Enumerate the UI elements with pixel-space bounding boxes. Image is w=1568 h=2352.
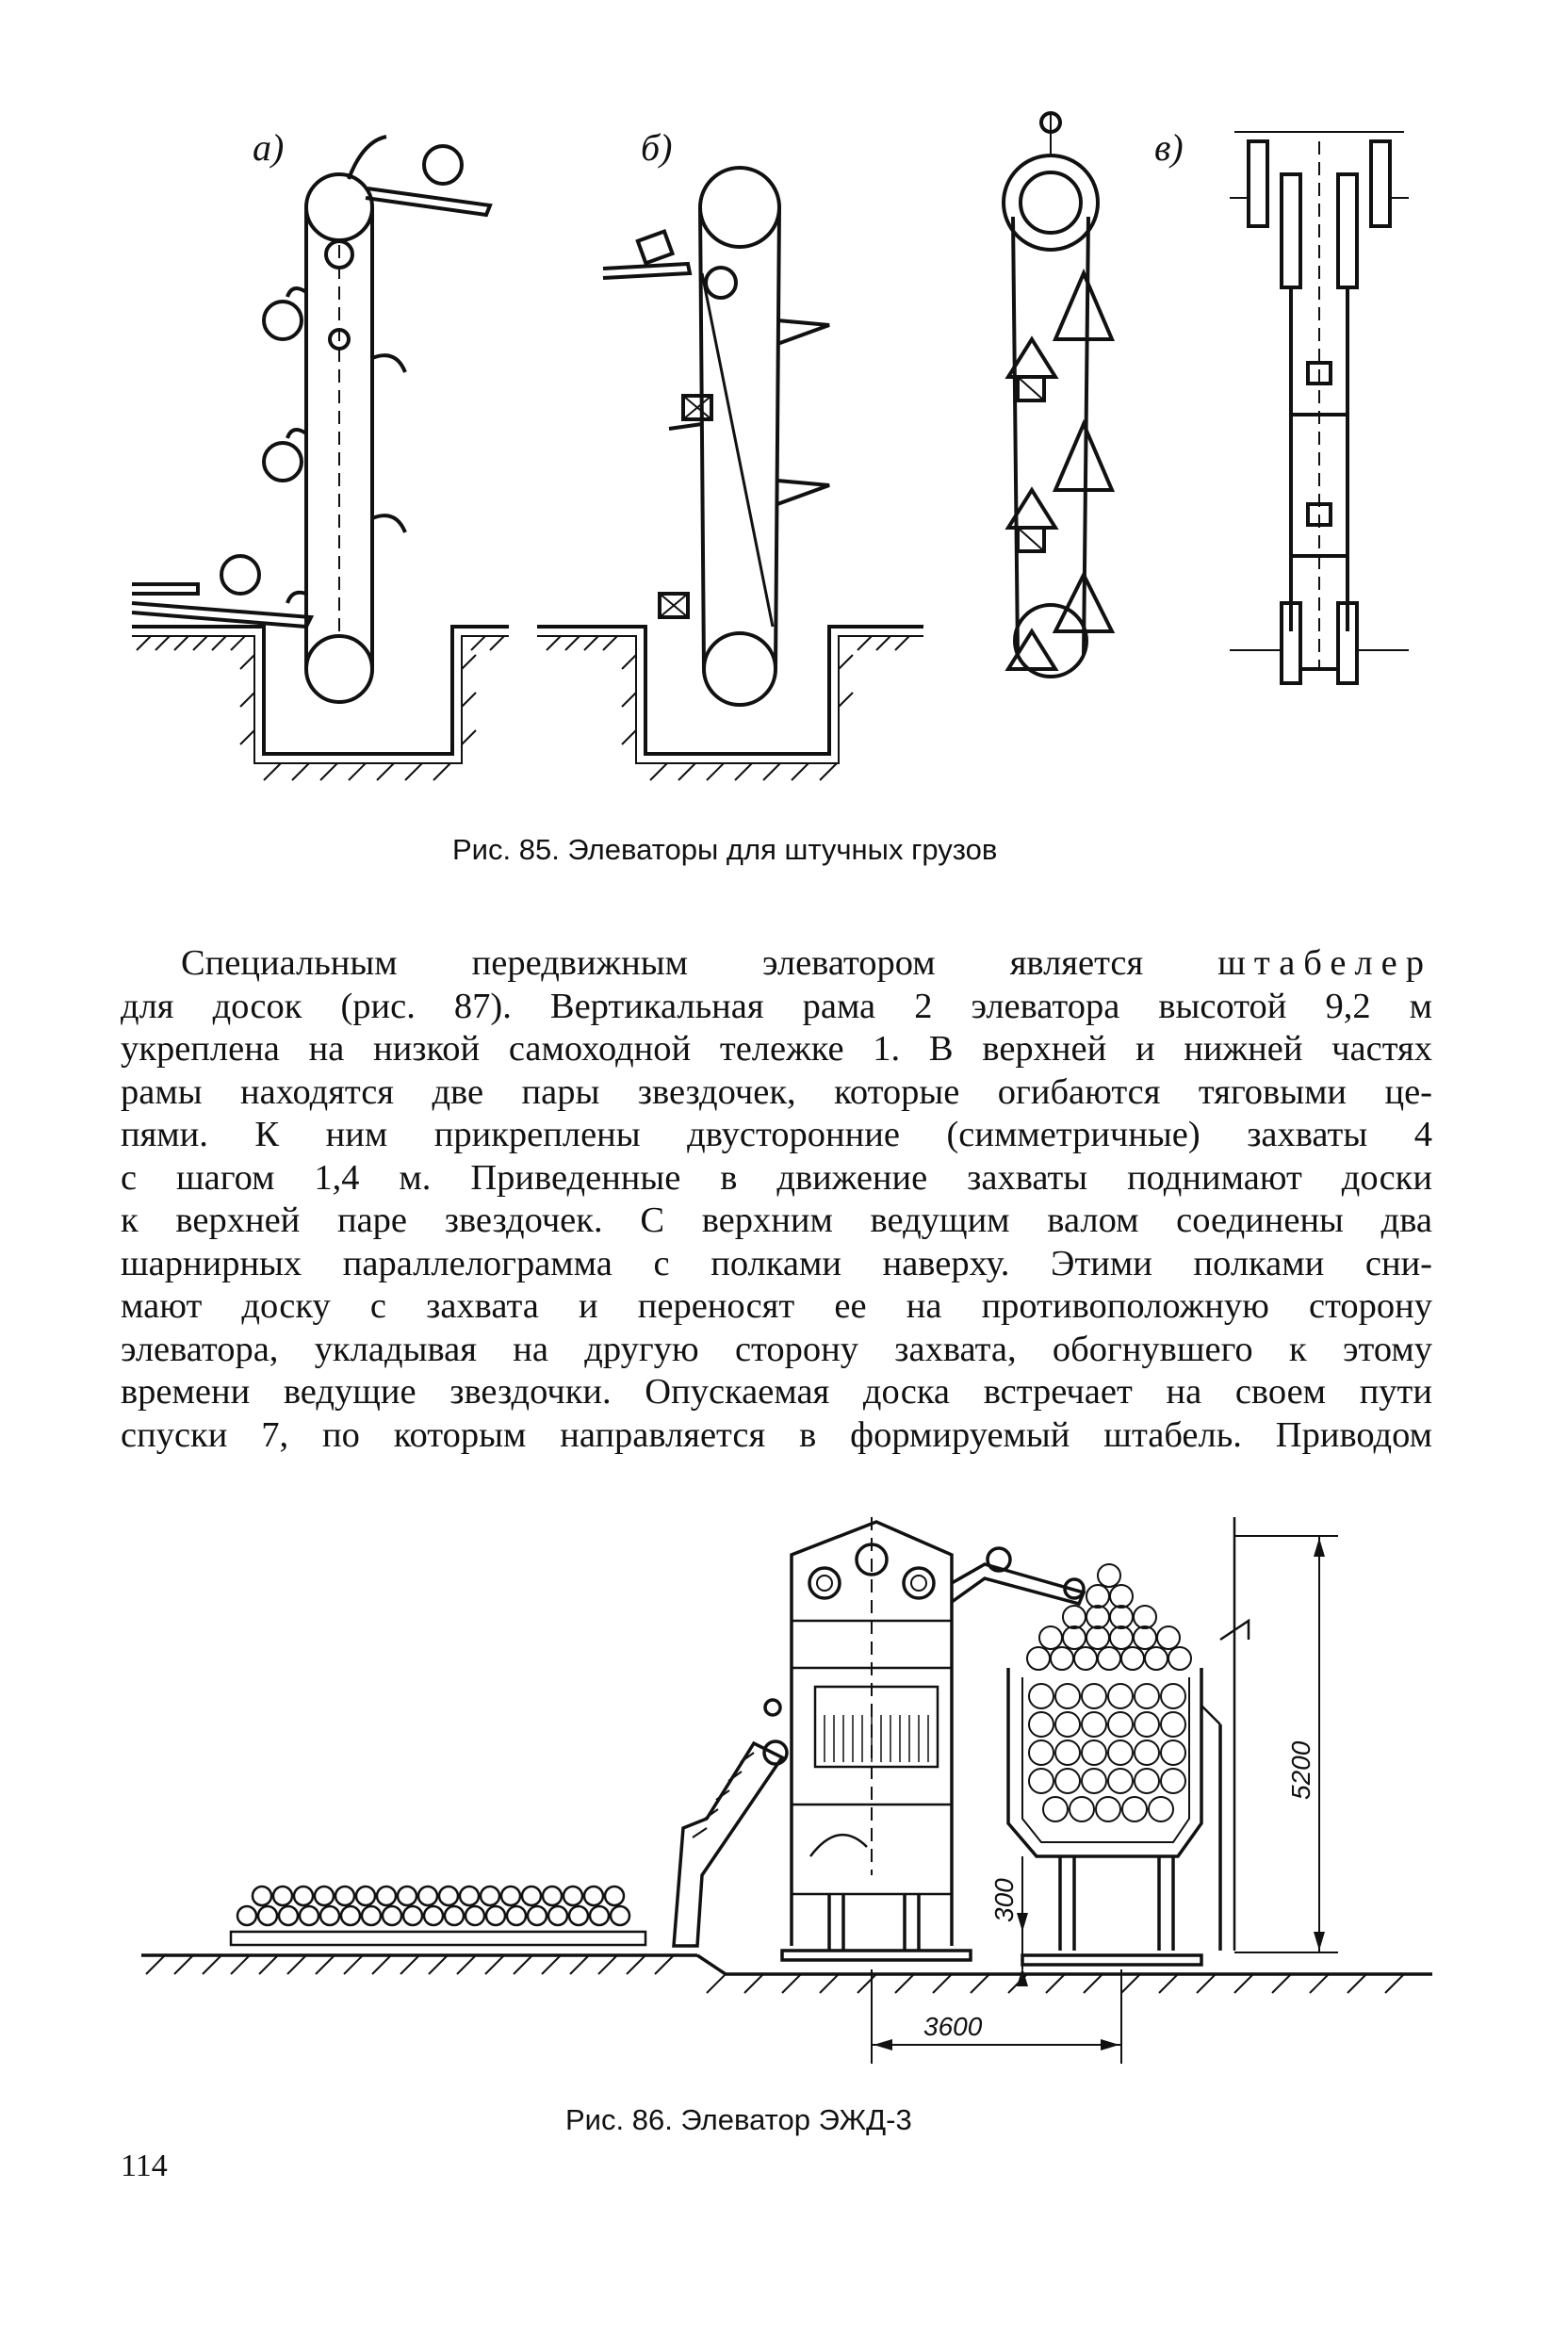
paragraph-line-12: спуски 7, по которым направляется в форм… [121, 1414, 1432, 1455]
paragraph-line-11: времени ведущие звездочки. Опускаемая до… [121, 1372, 1432, 1412]
svg-text:300: 300 [989, 1878, 1019, 1922]
page-number: 114 [121, 2148, 168, 2183]
svg-text:3600: 3600 [923, 2012, 983, 2041]
figure-85a-drawing: а) [131, 126, 509, 781]
figure-85v-front-drawing [1230, 131, 1409, 685]
paragraph-line-2: для досок (рис. 87). Вертикальная рама 2… [121, 986, 1432, 1026]
figure-85-caption: Рис. 85. Элеваторы для штучных грузов [452, 833, 998, 866]
figure-86: 5200 300 3600 [141, 1517, 1442, 2092]
paragraph-line-9: мают доску с захвата и переносят ее на п… [121, 1286, 1432, 1326]
paragraph-line-5: пями. К ним прикреплены двусторонние (си… [121, 1115, 1432, 1154]
paragraph-line-7: к верхней паре звездочек. С верхним веду… [121, 1200, 1432, 1240]
figure-85b-drawing: б) [537, 126, 923, 781]
svg-text:б): б) [641, 126, 672, 169]
paragraph-line-1: Специальным передвижным элеватором являе… [121, 942, 1432, 986]
figure-86-caption: Рис. 86. Элеватор ЭЖД-3 [565, 2103, 912, 2136]
paragraph-line-10: элеватора, укладывая на другую сторону з… [121, 1329, 1432, 1369]
paragraph-line-3: укреплена на низкой самоходной тележке 1… [121, 1029, 1432, 1069]
svg-text:а): а) [253, 126, 284, 169]
paragraph-line-1-text: Специальным передвижным элеватором являе… [181, 943, 1218, 983]
paragraph-line-4: рамы находятся две пары звездочек, котор… [121, 1071, 1432, 1112]
paragraph-line-8: шарнирных параллелограмма с полками наве… [121, 1243, 1432, 1283]
emphasized-term: штабелер [1217, 943, 1432, 983]
body-paragraph: Специальным передвижным элеватором являе… [121, 942, 1432, 1457]
figure-85v-drawing: в) [1002, 111, 1184, 678]
svg-text:5200: 5200 [1286, 1740, 1315, 1800]
figure-85: а) [113, 104, 1451, 829]
svg-text:в): в) [1154, 126, 1184, 169]
paragraph-line-6: с шагом 1,4 м. Приведенные в движение за… [121, 1157, 1432, 1198]
